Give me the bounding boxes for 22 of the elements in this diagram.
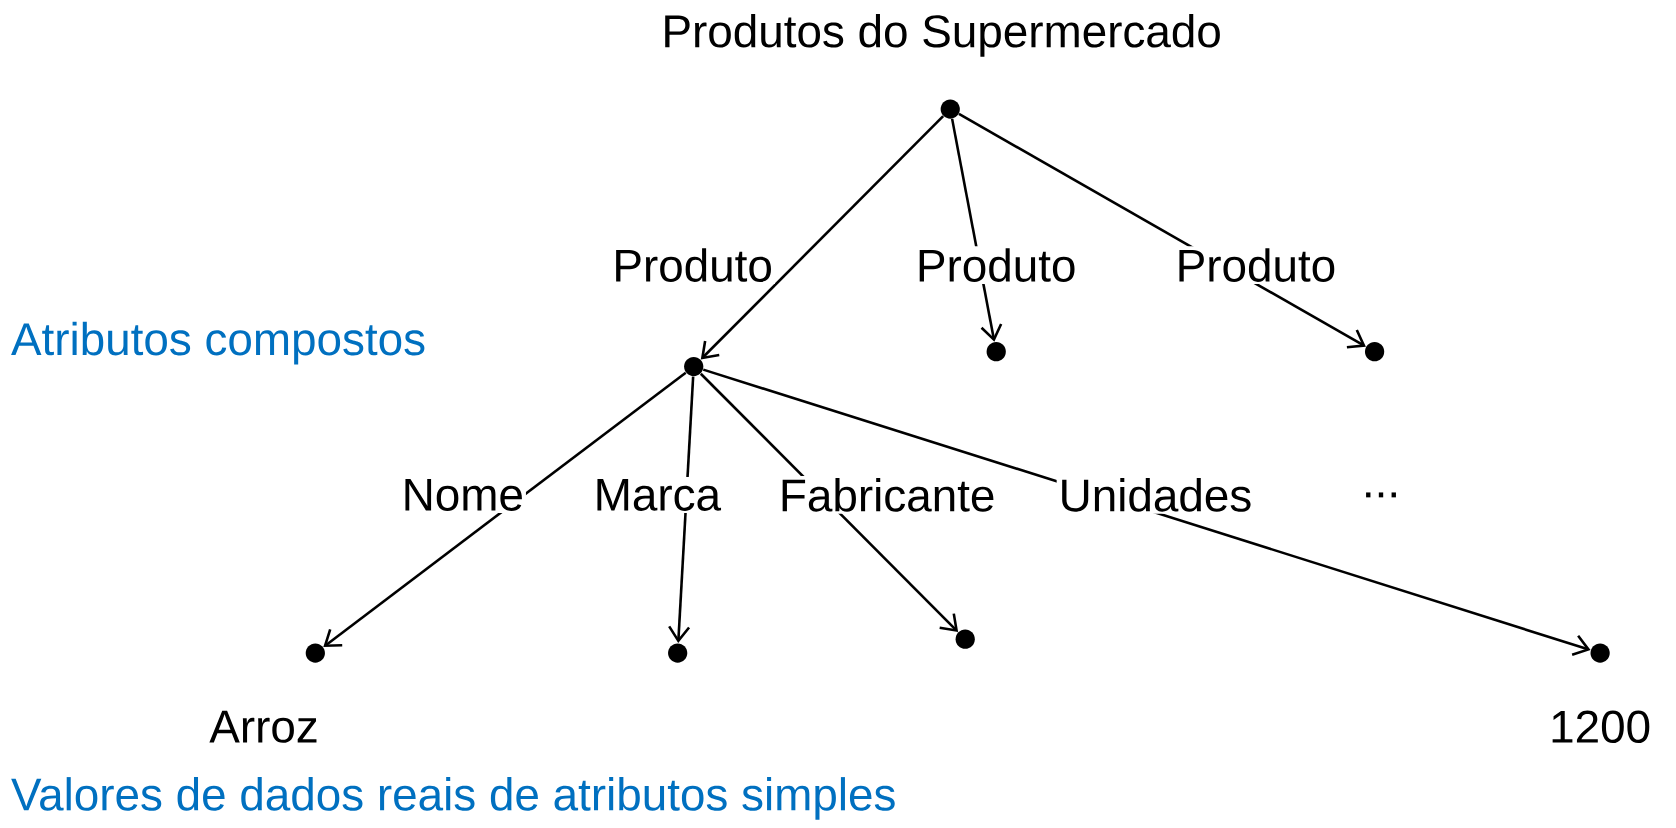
edge-label: Produto [610,246,775,284]
arrow [700,115,945,360]
node-label: 1200 [1552,710,1650,743]
edge-label: Marca [591,476,723,513]
dot [1364,341,1385,362]
edge-label: Produto [1173,246,1339,284]
arrow [668,376,695,643]
dot [668,643,688,663]
arrow [323,371,687,647]
note-text: Atributos compostos [11,321,425,365]
node-label: Produtos do Supermercado [665,13,1220,57]
edge-label: Nome [399,476,526,513]
edge-label: Unidades [1056,475,1255,514]
edge-label: Fabricante [776,475,998,514]
edge-label: Produto [913,246,1079,284]
note-text: ... [1366,492,1396,498]
dot [986,341,1006,362]
node-label: Arroz [209,710,317,743]
arrow [702,368,1591,656]
note-text: Valores de dados reais de atributos simples [11,776,895,820]
dot [955,629,975,649]
dot [684,356,704,377]
